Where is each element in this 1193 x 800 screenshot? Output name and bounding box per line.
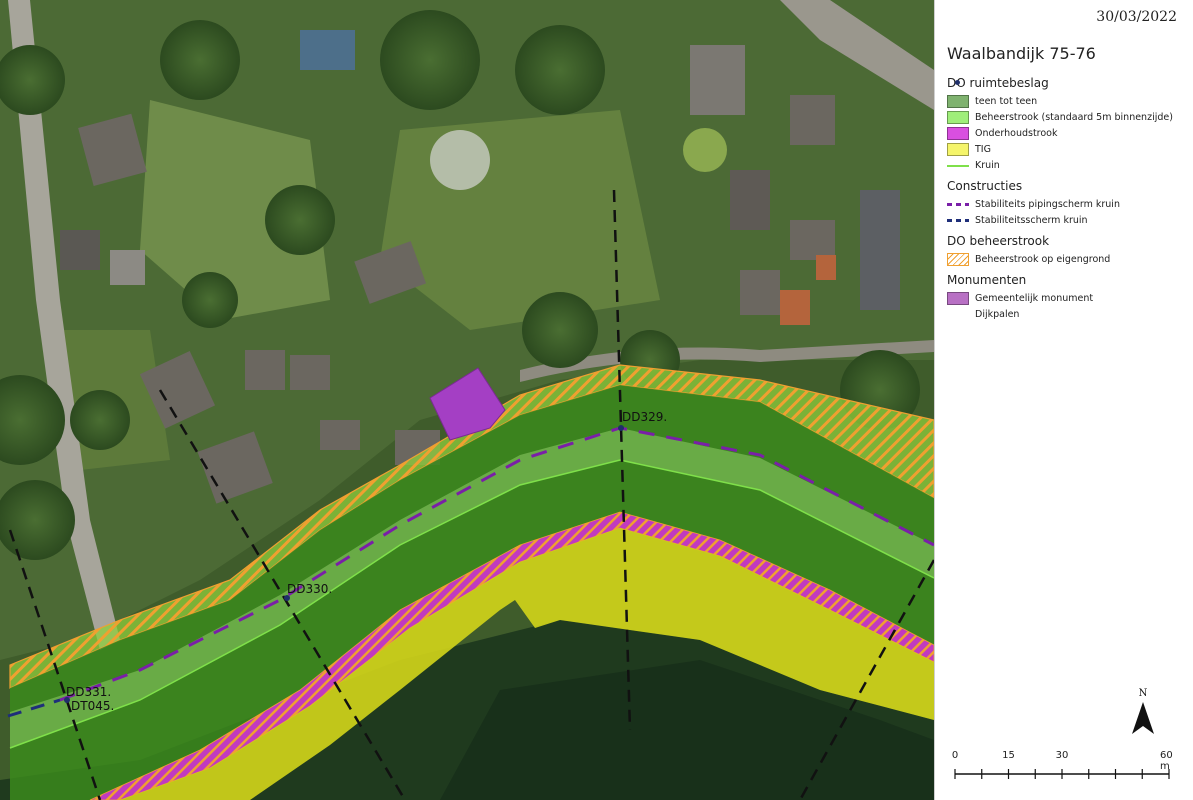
- legend-item-label: Stabiliteitsscherm kruin: [975, 214, 1088, 226]
- aerial-forest-edge: [440, 660, 934, 800]
- legend-item[interactable]: Stabiliteits pipingscherm kruin: [947, 196, 1187, 212]
- aerial-buildings: [60, 30, 900, 504]
- map-date: 30/03/2022: [1096, 9, 1177, 25]
- legend-item-label: Onderhoudstrook: [975, 127, 1058, 139]
- legend-item[interactable]: Beheerstrook op eigengrond: [947, 251, 1187, 267]
- legend-swatch-icon: [947, 159, 969, 172]
- scale-bar-label: 30: [1055, 750, 1069, 761]
- scale-bar-label: 60 m: [1160, 750, 1173, 772]
- aerial-trees: [0, 10, 920, 560]
- aerial-round-tree: [683, 128, 727, 172]
- legend-swatch-icon: [947, 142, 969, 156]
- dijkpaal-label-dt045: DT045.: [71, 699, 114, 713]
- dike-body-teen-tot-teen: [10, 385, 934, 800]
- legend-swatch-icon: [947, 291, 969, 305]
- legend-group-title: Monumenten: [947, 273, 1027, 287]
- aerial-road-west: [8, 0, 120, 650]
- dijkpaal-label-dd329: DD329.: [622, 410, 667, 424]
- stabiliteits-pipingscherm-kruin: [59, 426, 934, 702]
- legend-swatch-icon: [947, 126, 969, 140]
- legend-item-label: Beheerstrook op eigengrond: [975, 253, 1111, 265]
- profile-lines: [8, 189, 934, 800]
- north-arrow-label: N: [1139, 688, 1148, 699]
- scale-bar-graphic: [954, 769, 1170, 779]
- dijkpaal-label-dd330: DD330.: [287, 582, 332, 596]
- kruin-line: [9, 459, 934, 749]
- legend-swatch-icon: [947, 110, 969, 124]
- legend-item[interactable]: Gemeentelijk monument: [947, 290, 1187, 306]
- legend-panel: 30/03/2022 Waalbandijk 75-76 DO ruimtebe…: [934, 0, 1193, 800]
- stabiliteitsscherm-kruin: [7, 698, 61, 718]
- map-canvas[interactable]: DD329. DD330. DD331. DT045.: [0, 0, 934, 800]
- legend-item[interactable]: Stabiliteitsscherm kruin: [947, 212, 1187, 228]
- dijkpaal-marker-dd330[interactable]: [284, 595, 290, 601]
- aerial-road-dike: [520, 340, 934, 382]
- legend-item-label: Dijkpalen: [975, 308, 1020, 320]
- legend-item-label: TIG: [975, 143, 991, 155]
- aerial-flowering-tree: [430, 130, 490, 190]
- dijkpaal-label-dd331: DD331.: [66, 685, 111, 699]
- legend-group-title: DO ruimtebeslag: [947, 76, 1049, 90]
- legend-swatch-icon: [947, 308, 969, 321]
- legend-group-title: DO beheerstrook: [947, 234, 1050, 248]
- legend-item[interactable]: Onderhoudstrook: [947, 125, 1187, 141]
- legend-item-label: Kruin: [975, 159, 1000, 171]
- north-arrow: N: [1128, 686, 1158, 738]
- legend-item[interactable]: teen tot teen: [947, 93, 1187, 109]
- dijkpaal-marker-dd329[interactable]: [618, 425, 624, 431]
- dijkpaal-marker-dd331[interactable]: [64, 697, 70, 703]
- legend-item-label: Beheerstrook (standaard 5m binnenzijde): [975, 111, 1173, 123]
- tig-zone: [120, 528, 934, 800]
- legend-item-label: teen tot teen: [975, 95, 1038, 107]
- legend-swatch-icon: [947, 214, 969, 227]
- scale-bar-label: 0: [951, 750, 959, 761]
- scale-bar-label: 15: [1002, 750, 1015, 761]
- gemeentelijk-monument: [429, 367, 506, 441]
- legend-item[interactable]: Beheerstrook (standaard 5m binnenzijde): [947, 109, 1187, 125]
- legend-item-label: Stabiliteits pipingscherm kruin: [975, 198, 1120, 210]
- legend-group-title: Constructies: [947, 179, 1023, 193]
- legend-swatch-icon: [947, 198, 969, 211]
- map-title: Waalbandijk 75-76: [947, 44, 1096, 63]
- legend-item[interactable]: Dijkpalen: [947, 306, 1187, 322]
- scale-bar: 0 15 30 60 m: [947, 750, 1187, 790]
- aerial-lawn-1: [140, 100, 330, 320]
- legend-swatch-icon: [947, 252, 969, 266]
- legend-item[interactable]: TIG: [947, 141, 1187, 157]
- north-arrow-icon: [1132, 702, 1154, 734]
- legend-swatch-icon: [947, 94, 969, 108]
- dike-crest-band: [10, 428, 934, 748]
- aerial-road-northeast: [780, 0, 934, 110]
- legend-item-label: Gemeentelijk monument: [975, 292, 1094, 304]
- legend-item[interactable]: Kruin: [947, 157, 1187, 173]
